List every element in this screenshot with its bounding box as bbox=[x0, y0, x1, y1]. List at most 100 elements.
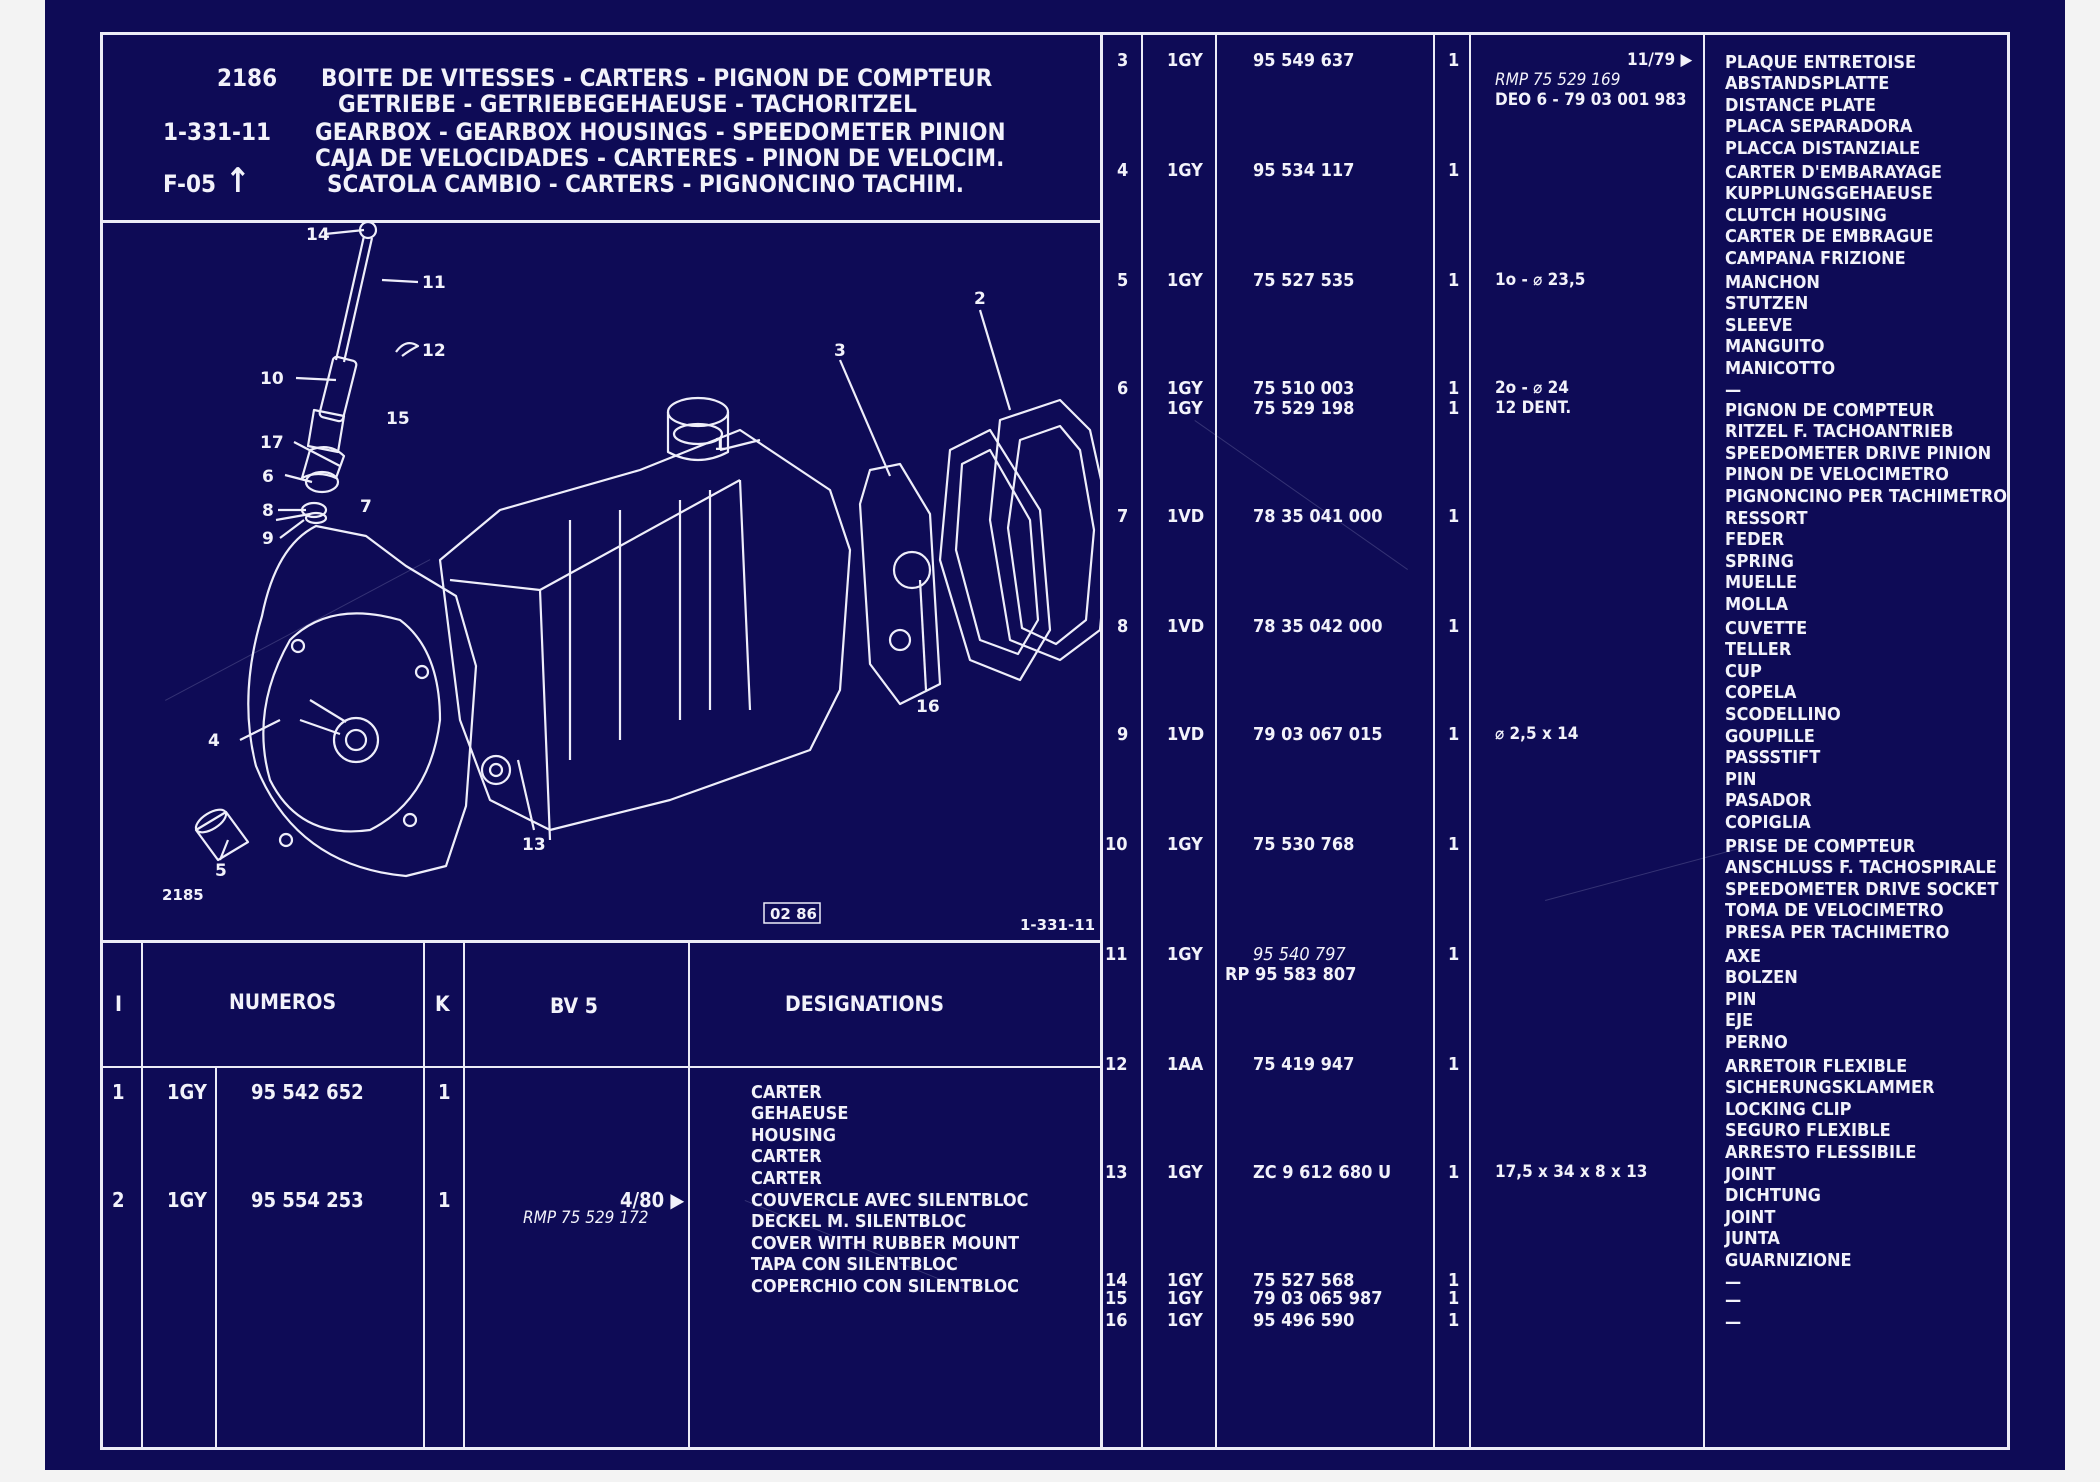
designation-translation: TELLER bbox=[1725, 639, 1792, 661]
header-index: I bbox=[115, 992, 123, 1016]
designation-translation: MANGUITO bbox=[1725, 336, 1825, 358]
row-code: 1GY bbox=[1167, 1162, 1203, 1183]
row-code: 1GY bbox=[1167, 1310, 1203, 1331]
row-code: 1GY bbox=[1167, 50, 1203, 71]
designation-translation: PLACCA DISTANZIALE bbox=[1725, 137, 1921, 159]
designation-heading: PRISE DE COMPTEUR bbox=[1725, 836, 1916, 857]
callout-14: 14 bbox=[306, 225, 330, 245]
designation-translation: COPELA bbox=[1725, 682, 1797, 704]
row-note: ⌀ 2,5 x 14 bbox=[1495, 724, 1579, 744]
designation-translation: PIN bbox=[1725, 988, 1757, 1010]
page-frame bbox=[100, 32, 2010, 1450]
title-de: GETRIEBE - GETRIEBEGEHAEUSE - TACHORITZE… bbox=[338, 90, 917, 118]
ref-code: 1-331-11 bbox=[163, 118, 272, 146]
row-code: 1GY bbox=[167, 1080, 207, 1104]
row-note: 17,5 x 34 x 8 x 13 bbox=[1495, 1162, 1648, 1182]
exploded-view-drawing: 14 11 12 10 15 17 6 8 7 9 4 5 2 3 1 16 1… bbox=[162, 220, 1100, 934]
row-replacement: RMP 75 529 172 bbox=[523, 1208, 649, 1228]
designation-translation: COVER WITH RUBBER MOUNT bbox=[751, 1232, 1020, 1254]
up-arrow-icon: ↑ bbox=[225, 161, 251, 201]
row-part-number: 79 03 065 987 bbox=[1253, 1288, 1383, 1309]
row-replacement: RP 95 583 807 bbox=[1225, 964, 1357, 985]
callout-3: 3 bbox=[834, 341, 846, 361]
row-quantity: 1 bbox=[1448, 1270, 1460, 1291]
col-line bbox=[1215, 32, 1217, 1450]
designation-translation: FEDER bbox=[1725, 529, 1785, 551]
row-index: 7 bbox=[1117, 506, 1129, 527]
designation-translation: PINON DE VELOCIMETRO bbox=[1725, 464, 1949, 486]
row-code: 1VD bbox=[1167, 506, 1205, 527]
row-index: 5 bbox=[1117, 270, 1129, 291]
designation-translation: ABSTANDSPLATTE bbox=[1725, 73, 1890, 95]
row-index: 4 bbox=[1117, 160, 1129, 181]
designation-heading: ARRETOIR FLEXIBLE bbox=[1725, 1056, 1908, 1077]
row-note: 2o - ⌀ 24 bbox=[1495, 378, 1569, 398]
designation-heading: PLAQUE ENTRETOISE bbox=[1725, 52, 1917, 73]
col-line bbox=[1703, 32, 1705, 1450]
designation-translation: PERNO bbox=[1725, 1031, 1788, 1053]
designation-heading: JOINT bbox=[1725, 1164, 1776, 1185]
callout-16: 16 bbox=[916, 697, 940, 717]
figure-number: 2185 bbox=[162, 886, 204, 904]
col-line bbox=[1469, 32, 1471, 1450]
row-quantity: 1 bbox=[1448, 50, 1460, 71]
row-quantity: 1 bbox=[1448, 506, 1460, 527]
designation-heading: — bbox=[1725, 380, 1742, 401]
designation-translation: STUTZEN bbox=[1725, 293, 1809, 315]
designation-translation: PRESA PER TACHIMETRO bbox=[1725, 921, 1950, 943]
row-code: 1GY bbox=[1167, 834, 1203, 855]
title-fr: BOITE DE VITESSES - CARTERS - PIGNON DE … bbox=[321, 64, 993, 92]
row-part-number: 79 03 067 015 bbox=[1253, 724, 1383, 745]
col-line bbox=[688, 942, 690, 1448]
row-code: 1GY bbox=[1167, 378, 1203, 399]
row-index: 12 bbox=[1105, 1054, 1128, 1075]
row-part-number: 95 534 117 bbox=[1253, 160, 1355, 181]
row-index: 8 bbox=[1117, 616, 1129, 637]
row-index: 14 bbox=[1105, 1270, 1128, 1291]
row-part-number: ZC 9 612 680 U bbox=[1253, 1162, 1392, 1183]
divider-drawing-bottom bbox=[103, 940, 1101, 943]
row-index: 9 bbox=[1117, 724, 1129, 745]
row-quantity: 1 bbox=[1448, 398, 1460, 419]
callout-2: 2 bbox=[974, 289, 986, 309]
part-9 bbox=[275, 512, 311, 522]
col-line bbox=[215, 1068, 217, 1448]
row-index: 1 bbox=[112, 1080, 125, 1104]
callout-12: 12 bbox=[422, 341, 446, 361]
row-code: 1GY bbox=[167, 1188, 207, 1212]
designation-translation: DICHTUNG bbox=[1725, 1185, 1821, 1207]
designation-heading: CUVETTE bbox=[1725, 618, 1808, 639]
designation-translation: CARTER DE EMBRAGUE bbox=[1725, 226, 1934, 248]
designation-translation: CARTER bbox=[751, 1167, 822, 1189]
row-note: 4/80 ▶ bbox=[620, 1188, 685, 1212]
callout-13: 13 bbox=[522, 835, 546, 855]
callout-5: 5 bbox=[215, 861, 227, 881]
designation-translation: SICHERUNGSKLAMMER bbox=[1725, 1077, 1935, 1099]
designation-heading: RESSORT bbox=[1725, 508, 1808, 529]
title-it: SCATOLA CAMBIO - CARTERS - PIGNONCINO TA… bbox=[327, 170, 965, 198]
callout-4: 4 bbox=[208, 731, 220, 751]
callout-9: 9 bbox=[262, 529, 274, 549]
ref-marker: F-05 bbox=[163, 170, 217, 198]
row-quantity: 1 bbox=[1448, 724, 1460, 745]
col-line bbox=[141, 942, 143, 1448]
callout-6: 6 bbox=[262, 467, 274, 487]
row-index: 11 bbox=[1105, 944, 1128, 965]
row-part-number: 75 527 535 bbox=[1253, 270, 1355, 291]
row-code: 1VD bbox=[1167, 616, 1205, 637]
designation-heading: AXE bbox=[1725, 946, 1762, 967]
designation-translation: SEGURO FLEXIBLE bbox=[1725, 1120, 1891, 1142]
designation-translation: MOLLA bbox=[1725, 593, 1789, 615]
row-part-number: 95 554 253 bbox=[251, 1188, 364, 1212]
row-index: 6 bbox=[1117, 378, 1129, 399]
row-code: 1GY bbox=[1167, 398, 1203, 419]
designation-heading: CARTER bbox=[751, 1082, 822, 1103]
designation-translation: SCODELLINO bbox=[1725, 703, 1841, 725]
part-1-gearbox bbox=[438, 428, 852, 832]
row-quantity: 1 bbox=[438, 1080, 451, 1104]
row-code: 1AA bbox=[1167, 1054, 1204, 1075]
callout-10: 10 bbox=[260, 369, 284, 389]
designation-translation: PIN bbox=[1725, 768, 1757, 790]
designation-translation: COPERCHIO CON SILENTBLOC bbox=[751, 1275, 1020, 1297]
parts-catalog-sheet: 2 1 8 6 1-331-11 F-05 ↑ BOITE DE VITESSES -… bbox=[45, 0, 2065, 1470]
